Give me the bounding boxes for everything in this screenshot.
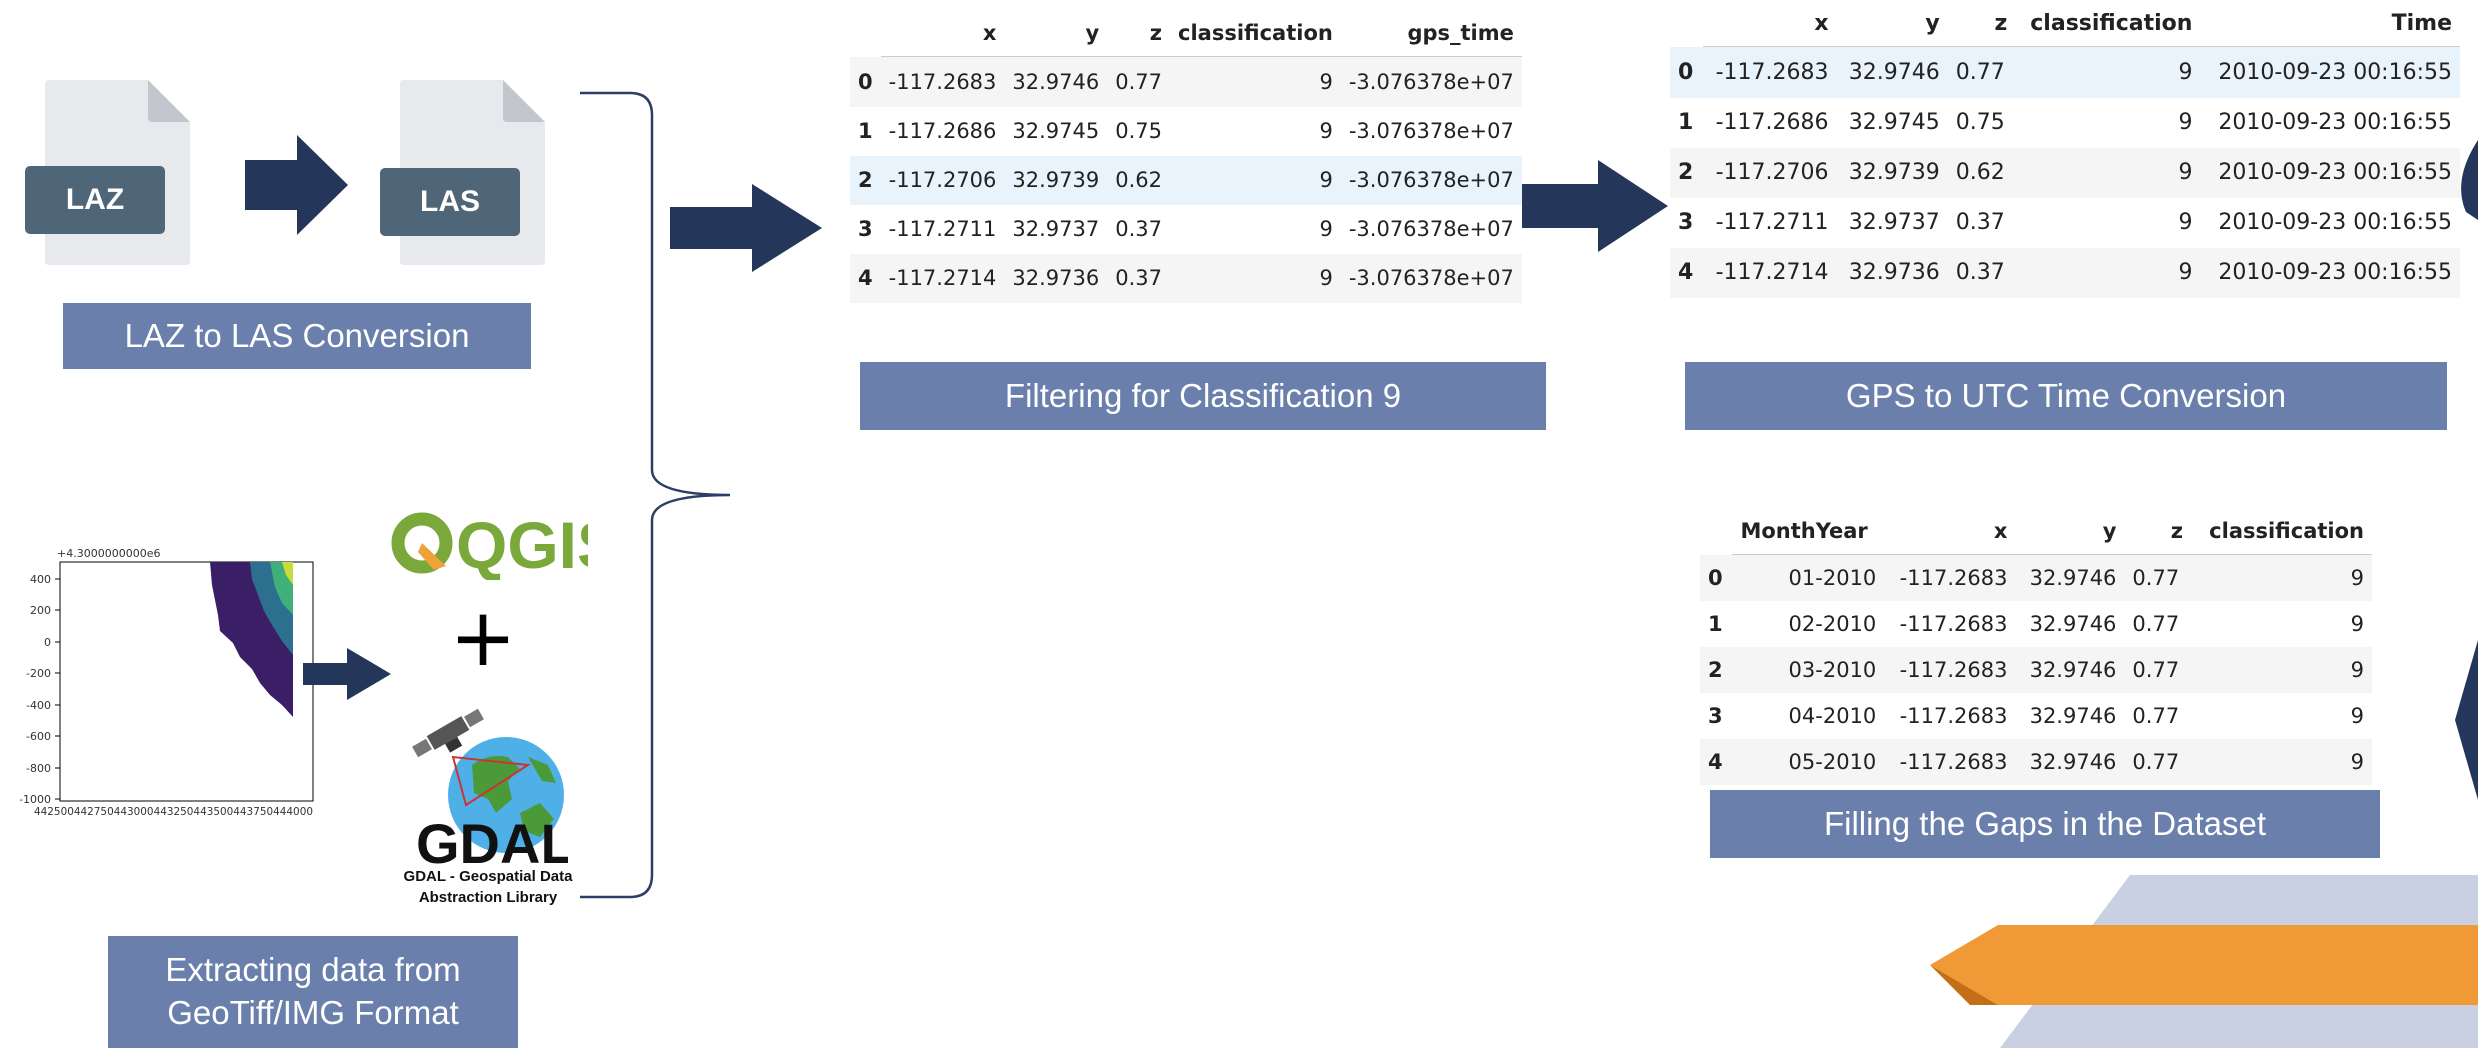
extract-label-line2: GeoTiff/IMG Format xyxy=(167,994,459,1031)
arrow-to-gps xyxy=(1522,160,1668,252)
svg-text:-400: -400 xyxy=(26,699,51,712)
svg-text:400: 400 xyxy=(30,573,51,586)
gdal-caption: GDAL - Geospatial Data Abstraction Libra… xyxy=(383,866,593,908)
plot-offset-label: +4.3000000000e6 xyxy=(57,547,160,560)
fill-gaps-table-header: MonthYear x y z classification xyxy=(1700,508,2372,555)
laz-tag: LAZ xyxy=(25,166,165,234)
plot-x-ticks: 4425004427504430004432504435004437504440… xyxy=(34,805,313,818)
gps-utc-label: GPS to UTC Time Conversion xyxy=(1685,362,2447,430)
arrow-plot-to-tools xyxy=(303,648,391,700)
return-arrow-fragment xyxy=(2461,140,2478,220)
svg-text:-600: -600 xyxy=(26,730,51,743)
fill-gaps-label: Filling the Gaps in the Dataset xyxy=(1710,790,2380,858)
filter-table-header: x y z classification gps_time xyxy=(850,10,1522,57)
qgis-logo: QGIS xyxy=(391,508,588,580)
laz-to-las-label: LAZ to LAS Conversion xyxy=(63,303,531,369)
las-tag: LAS xyxy=(380,168,520,236)
svg-text:GDAL: GDAL xyxy=(416,812,568,865)
filter-table: x y z classification gps_time 0-117.2683… xyxy=(850,10,1522,303)
svg-text:200: 200 xyxy=(30,604,51,617)
arrow-laz-to-las xyxy=(245,135,348,235)
svg-text:-800: -800 xyxy=(26,762,51,775)
svg-text:-200: -200 xyxy=(26,667,51,680)
extract-label: Extracting data from GeoTiff/IMG Format xyxy=(108,936,518,1048)
svg-text:QGIS: QGIS xyxy=(456,508,588,580)
side-chevron-fragment xyxy=(2455,640,2478,800)
gdal-caption-line2: Abstraction Library xyxy=(418,889,558,906)
svg-text:0: 0 xyxy=(44,636,51,649)
arrow-to-filter xyxy=(670,184,822,272)
decorative-banner xyxy=(1930,875,2478,1048)
raster-plot: +4.3000000000e6 400 200 0 -200 -400 -600… xyxy=(20,547,314,818)
plus-sign: + xyxy=(449,591,517,684)
gps-utc-table-header: x y z classification Time xyxy=(1670,0,2460,47)
filter-label: Filtering for Classification 9 xyxy=(860,362,1546,430)
merge-brace xyxy=(580,91,731,899)
gdal-caption-line1: GDAL - Geospatial Data xyxy=(403,868,573,885)
gdal-logo: GDAL xyxy=(412,708,568,865)
svg-text:-1000: -1000 xyxy=(20,793,51,806)
plot-y-ticks: 400 200 0 -200 -400 -600 -800 -1000 xyxy=(20,573,60,806)
extract-label-line1: Extracting data from xyxy=(165,951,461,989)
